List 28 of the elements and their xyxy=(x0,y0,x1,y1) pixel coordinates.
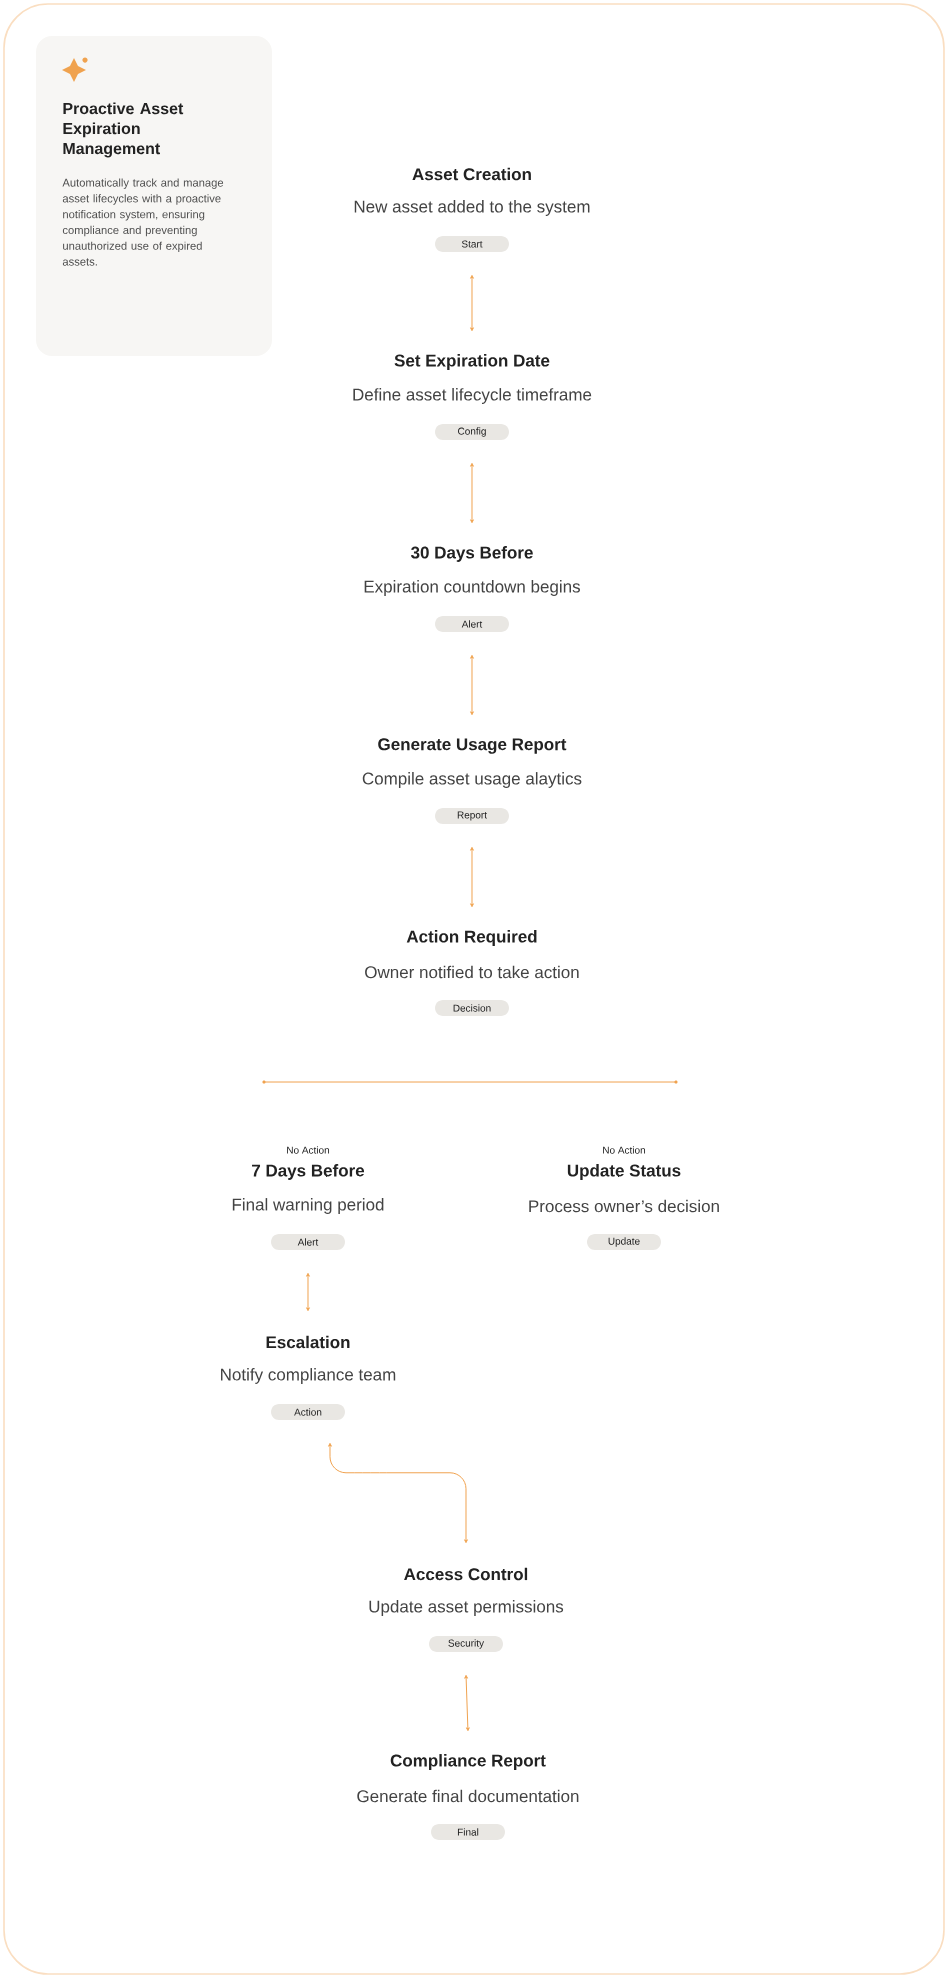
step-title: Update Status xyxy=(567,1164,681,1180)
step-description: Compile asset usage alaytics xyxy=(362,772,582,788)
step-description: New asset added to the system xyxy=(354,200,590,216)
step-title: Asset Creation xyxy=(412,167,531,181)
step-title: Compliance Report xyxy=(390,1754,546,1770)
arrow xyxy=(470,274,474,332)
step-description: Notify compliance team xyxy=(221,1368,396,1384)
step-title: Escalation xyxy=(266,1335,350,1349)
step-description: Final warning period xyxy=(232,1198,384,1214)
step-description: Update asset permissions xyxy=(369,1600,564,1616)
step-title: 7 Days Before xyxy=(252,1164,365,1180)
card-title: Proactive Asset Expiration Management xyxy=(63,102,184,158)
step-description: Generate final documentation xyxy=(357,1789,579,1803)
step-description: Owner notified to take action xyxy=(365,965,579,979)
arrow xyxy=(328,1442,468,1544)
arrow xyxy=(464,1674,470,1732)
step-title: 30 Days Before xyxy=(410,546,533,562)
arrow xyxy=(470,846,474,908)
step-title: Action Required xyxy=(406,930,537,946)
step-description: Process owner’s decision xyxy=(529,1199,719,1213)
step-title: Set Expiration Date xyxy=(394,354,550,370)
step-title: Generate Usage Report xyxy=(378,738,567,754)
arrow xyxy=(470,462,474,524)
arrow xyxy=(470,654,474,716)
step-description: Define asset lifecycle timeframe xyxy=(353,388,592,404)
arrow xyxy=(306,1272,310,1312)
step-title: Access Control xyxy=(404,1567,528,1581)
step-description: Expiration countdown begins xyxy=(364,580,580,596)
